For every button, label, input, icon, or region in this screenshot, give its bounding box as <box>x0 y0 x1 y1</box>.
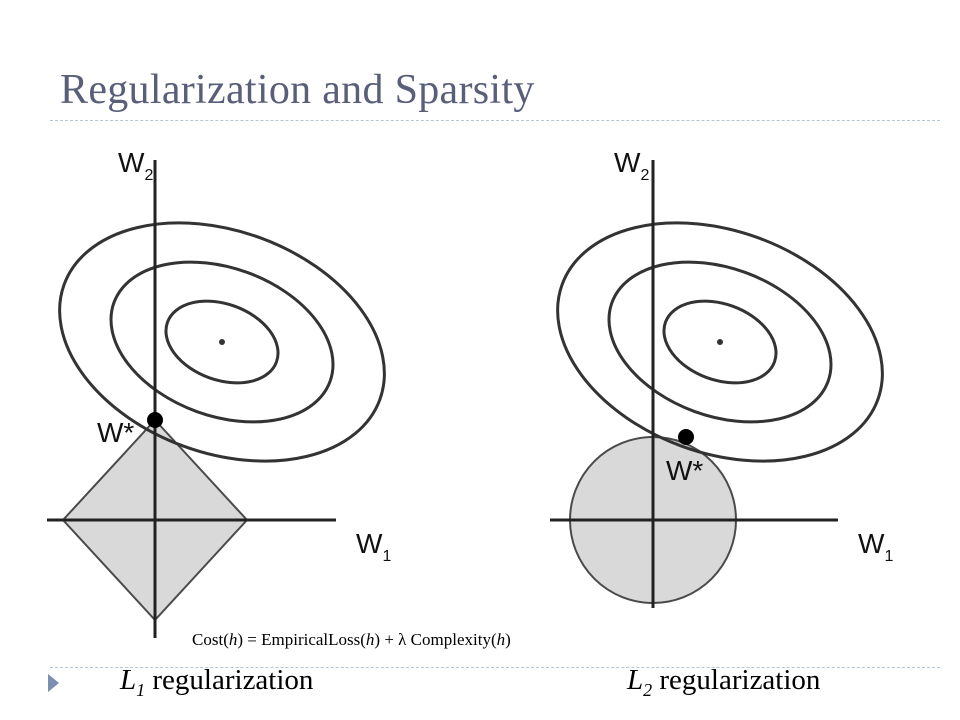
l2-panel: W2 W1 W* <box>550 147 893 608</box>
cost-formula: Cost(h) = EmpiricalLoss(h) + λ Complexit… <box>192 630 511 649</box>
l1-contours <box>58 221 386 463</box>
l1-regularization-label: L1 regularization <box>120 664 314 700</box>
bullet-arrow-icon <box>48 674 59 692</box>
l2-w1-axis-label: W1 <box>858 528 893 565</box>
l1-w1-axis-label: W1 <box>356 528 391 565</box>
l2-contours <box>556 221 884 463</box>
l2-contour-middle <box>607 260 833 424</box>
bottom-divider <box>50 667 940 668</box>
slide-title: Regularization and Sparsity <box>60 67 535 113</box>
l1-w2-axis-label: W2 <box>118 147 153 184</box>
l2-contour-outer <box>556 221 884 463</box>
l1-contour-middle <box>109 260 335 424</box>
title-divider <box>50 120 940 121</box>
l2-regularization-label: L2 regularization <box>627 664 821 700</box>
l2-optimum-label: W* <box>666 455 703 486</box>
l1-optimum-label: W* <box>97 417 134 448</box>
l2-w2-axis-label: W2 <box>614 147 649 184</box>
l1-optimum-point <box>147 412 163 428</box>
l2-contour-center <box>717 339 723 345</box>
l1-panel: W2 W1 W* <box>47 147 391 638</box>
l2-optimum-point <box>678 429 694 445</box>
l2-contour-inner <box>662 299 778 385</box>
l1-contour-outer <box>58 221 386 463</box>
l1-contour-center <box>219 339 225 345</box>
l1-contour-inner <box>164 299 280 385</box>
